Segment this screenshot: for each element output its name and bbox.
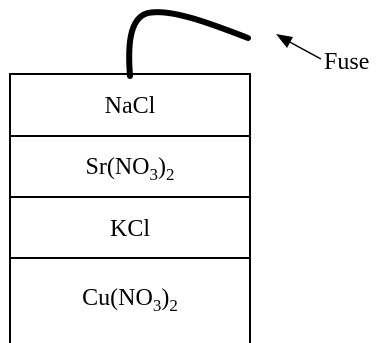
formula-text: NaCl	[105, 93, 156, 119]
formula-text: Sr(NO	[86, 154, 150, 180]
layer-cuno32-label: Cu(NO3)2	[82, 285, 178, 315]
formula-text: )	[161, 285, 169, 311]
fuse-arrow-line	[285, 39, 322, 60]
formula-subscript: 3	[150, 165, 159, 184]
formula-text: )	[158, 154, 166, 180]
fuse-label: Fuse	[324, 49, 369, 75]
formula-text: Cu(NO	[82, 285, 153, 311]
fuse-wire	[126, 9, 251, 79]
fuse-arrow-head	[276, 34, 293, 48]
formula-subscript: 3	[153, 296, 162, 315]
formula-subscript: 2	[166, 165, 175, 184]
layer-nacl-label: NaCl	[105, 93, 156, 119]
layer-kcl-label: KCl	[110, 216, 150, 242]
formula-subscript: 2	[169, 296, 178, 315]
formula-text: KCl	[110, 216, 150, 242]
layer-srno32-label: Sr(NO3)2	[86, 154, 175, 184]
